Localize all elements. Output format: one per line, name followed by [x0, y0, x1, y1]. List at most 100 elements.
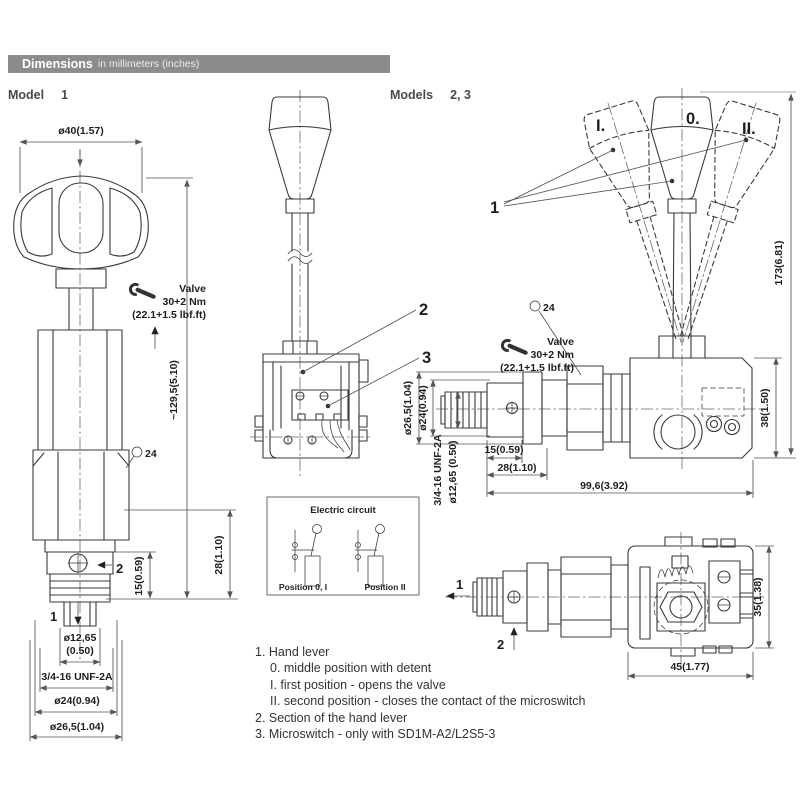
torque-note-model1: Valve 30+2 Nm (22.1+1.5 lbf.ft): [130, 283, 207, 349]
lever-mechanism: [254, 353, 369, 459]
svg-text:ø12,65: ø12,65: [64, 632, 97, 644]
hex-af-marker: 24: [125, 446, 157, 469]
circuit-position-01-diagram: [291, 524, 322, 587]
models23-label: Models: [390, 88, 434, 102]
dim-body-height-23: 38(1.50): [754, 357, 796, 459]
svg-text:2: 2: [419, 301, 428, 319]
svg-text:35(1.38): 35(1.38): [752, 577, 764, 616]
svg-text:1: 1: [490, 199, 499, 217]
top-view-drawing: 1 2: [445, 532, 774, 680]
callout-hand-lever: 1: [490, 137, 749, 217]
dim-15-23: 15(0.59): [484, 440, 524, 497]
hex-af-marker-23: 24: [529, 300, 582, 376]
legend-item-position-2: II. second position - closes the contact…: [270, 694, 586, 709]
model1-drawing: 24 1 2 ø40(1.57) ~129,5(5.10) 28(1.10): [13, 125, 238, 741]
pos-second-label: II.: [742, 120, 756, 138]
dim-d24: ø24(0.94): [34, 620, 118, 716]
valve-body-section: [32, 329, 130, 627]
wrench-icon: [502, 340, 528, 354]
dim-d265: ø26,5(1.04): [29, 640, 123, 741]
svg-text:28(1.10): 28(1.10): [213, 535, 225, 574]
pos-middle-label: 0.: [686, 110, 700, 128]
lever-shaft: [282, 212, 318, 355]
valve-body-top: [627, 536, 754, 657]
dim-28: 28(1.10): [124, 509, 236, 599]
hand-knob: [13, 175, 149, 331]
dim-d24-23: ø24(0.94): [417, 379, 490, 437]
svg-text:ø24(0.94): ø24(0.94): [54, 695, 100, 707]
microswitch-hidden-outline: [701, 387, 745, 417]
svg-text:173(6.81): 173(6.81): [773, 241, 785, 286]
legend-item-microswitch: 3. Microswitch - only with SD1M-A2/L2S5-…: [255, 727, 496, 742]
section-title: Dimensions: [22, 57, 93, 71]
circuit-position-01-label: Position 0, I: [279, 582, 327, 592]
model1-label: Model: [8, 88, 45, 102]
torque-nm: 30+2 Nm: [531, 349, 575, 361]
svg-text:~129,5(5.10): ~129,5(5.10): [168, 360, 180, 420]
legend-item-section: 2. Section of the hand lever: [255, 710, 408, 725]
svg-text:(0.50): (0.50): [66, 645, 93, 657]
dim-tip-diameter-23: ø12,65 (0.50): [447, 391, 462, 504]
torque-valve: Valve: [179, 283, 206, 295]
valve-body-side: [629, 335, 753, 459]
dim-d265-23: ø26,5(1.04): [402, 371, 526, 445]
legend-item-hand-lever: 1. Hand lever: [255, 645, 330, 659]
electric-circuit-box: Electric circuit Position 0, I Position …: [266, 496, 420, 596]
dim-15: 15(0.59): [113, 551, 156, 599]
dim-total-height: ~129,5(5.10): [146, 177, 193, 599]
section-header-bar: Dimensions in millimeters (inches): [8, 55, 390, 73]
torque-lbf: (22.1+1.5 lbf.ft): [500, 362, 574, 374]
cartridge-side: [440, 365, 631, 451]
svg-text:ø40(1.57): ø40(1.57): [58, 125, 104, 137]
cartridge-top: [472, 556, 629, 638]
legend-item-position-1: I. first position - opens the valve: [270, 677, 446, 692]
dim-lever-height: 173(6.81): [700, 91, 796, 456]
dim-knob-diameter: ø40(1.57): [19, 125, 143, 193]
dim-length-23: 99,6(3.92): [486, 460, 754, 498]
electric-circuit-title: Electric circuit: [310, 505, 376, 516]
svg-text:15(0.59): 15(0.59): [133, 556, 145, 595]
section-subtitle: in millimeters (inches): [97, 58, 200, 70]
svg-text:ø24(0.94): ø24(0.94): [417, 385, 429, 431]
legend: 1. Hand lever 0. middle position with de…: [255, 644, 585, 742]
model1-heading: Model 1: [8, 88, 68, 102]
port-2-label-23: 2: [497, 637, 504, 652]
dim-body-width-23: 45(1.77): [627, 652, 754, 680]
svg-text:99,6(3.92): 99,6(3.92): [580, 480, 628, 492]
dim-body-depth-23: 35(1.38): [752, 545, 774, 649]
torque-nm: 30+2 Nm: [163, 296, 207, 308]
torque-lbf: (22.1+1.5 lbf.ft): [132, 309, 206, 321]
dim-thread: 3/4-16 UNF-2A: [39, 648, 114, 692]
hex-af-label-23: 24: [543, 302, 555, 314]
circuit-position-2-label: Position II: [364, 582, 405, 592]
models23-heading: Models 2, 3: [390, 88, 471, 102]
port-1-label-23: 1: [456, 577, 463, 592]
microswitch-top: [708, 560, 741, 624]
port-1-label: 1: [50, 609, 57, 624]
pos-first-label: I.: [596, 117, 605, 135]
svg-text:3/4-16 UNF-2A: 3/4-16 UNF-2A: [41, 671, 113, 683]
hand-lever-section-drawing: 2 3: [250, 90, 431, 476]
hex-nut-top: [659, 591, 703, 623]
dim-thread-23: 3/4-16 UNF-2A: [432, 434, 444, 506]
svg-text:15(0.59): 15(0.59): [484, 444, 523, 456]
legend-item-position-0: 0. middle position with detent: [270, 661, 432, 676]
side-view-drawing: 24 Valve 30+2 Nm (22.1+1.5 lbf.ft) ø26,5…: [402, 300, 796, 506]
model1-value: 1: [61, 88, 69, 102]
dim-tip-diameter: ø12,65 (0.50): [59, 628, 101, 666]
torque-valve: Valve: [547, 336, 574, 348]
lever-position-II: [679, 98, 785, 343]
dim-28-23: 28(1.10): [486, 448, 548, 480]
lever-position-0: [650, 96, 714, 337]
svg-text:ø12,65 (0.50): ø12,65 (0.50): [447, 440, 459, 503]
lever-positions-drawing: 0. I. II. 1 173(6.81): [490, 88, 796, 472]
svg-text:ø26,5(1.04): ø26,5(1.04): [402, 381, 414, 435]
svg-text:ø26,5(1.04): ø26,5(1.04): [50, 721, 104, 733]
callout-microswitch: 3: [325, 349, 431, 409]
svg-text:45(1.77): 45(1.77): [670, 661, 709, 673]
port-opening: [660, 414, 696, 450]
lever-position-I: [579, 98, 685, 343]
hand-lever-knob: [268, 96, 332, 214]
models23-value: 2, 3: [450, 88, 471, 102]
